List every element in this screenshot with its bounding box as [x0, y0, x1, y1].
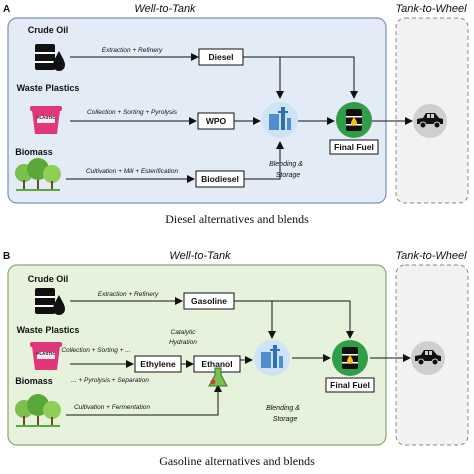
arrow-biodiesel-to-blending — [244, 141, 284, 180]
blending-refinery-icon — [254, 340, 290, 376]
source-crude-oil-label: Crude Oil — [28, 274, 69, 284]
panel-a-caption: Diesel alternatives and blends — [165, 212, 309, 226]
arrow-biomass-to-ethanol — [66, 384, 222, 416]
process-cultivation-fermentation: Cultivation + Fermentation — [74, 404, 150, 411]
blending-label-line2: Storage — [276, 172, 301, 179]
panel-a-tank-to-wheel-title: Tank-to-Wheel — [395, 3, 467, 15]
product-wpo-label: WPO — [206, 116, 227, 126]
process-extraction-refinery: Extraction + Refinery — [102, 47, 163, 54]
final-fuel-box — [329, 139, 379, 155]
source-biomass-label: Biomass — [15, 376, 53, 386]
plastic-bin-icon — [30, 106, 62, 134]
car-icon — [412, 103, 448, 139]
final-fuel-barrel-icon — [336, 102, 372, 138]
panel-b-well-to-tank-title: Well-to-Tank — [169, 250, 231, 262]
blending-label-line1: Blending & — [266, 405, 300, 412]
process-extraction-refinery: Extraction + Refinery — [98, 291, 159, 298]
arrow-gasoline-to-final — [234, 300, 354, 339]
hydration-label-line2: Hydration — [169, 339, 197, 346]
product-ethanol-label: Ethanol — [201, 359, 232, 369]
final-fuel-label: Final Fuel — [334, 142, 374, 152]
panel-b-caption: Gasoline alternatives and blends — [159, 454, 315, 468]
panel-a: A Well-to-Tank Tank-to-Wheel Crude Oil W… — [3, 3, 469, 226]
plastic-bin-icon — [30, 342, 62, 370]
panel-b: B Well-to-Tank Tank-to-Wheel Crude Oil W… — [3, 250, 469, 468]
panel-a-well-to-tank-title: Well-to-Tank — [134, 3, 196, 15]
final-fuel-box — [325, 377, 375, 393]
product-gasoline-label: Gasoline — [191, 296, 227, 306]
panel-b-well-to-tank-box — [7, 264, 387, 446]
panel-a-letter: A — [3, 4, 10, 15]
panel-b-letter: B — [3, 251, 10, 262]
source-waste-plastics-label: Waste Plastics — [17, 325, 80, 335]
product-ethylene-label: Ethylene — [140, 359, 176, 369]
arrow-diesel-to-final — [243, 56, 358, 99]
product-biodiesel-label: Biodiesel — [201, 174, 239, 184]
plastic-bin-label: PLASTIC — [36, 115, 56, 120]
blending-label-line1: Blending & — [269, 161, 303, 168]
process-collection-sorting-pyrolysis: Collection + Sorting + Pyrolysis — [87, 109, 178, 116]
panel-b-tank-to-wheel-title: Tank-to-Wheel — [395, 250, 467, 262]
blending-label-line2: Storage — [273, 416, 298, 423]
plastic-bin-label: PLASTIC — [36, 351, 56, 356]
source-crude-oil-label: Crude Oil — [28, 25, 69, 35]
car-icon — [410, 340, 446, 376]
hydration-label-line1: Catalytic — [171, 329, 197, 336]
panel-a-well-to-tank-box — [7, 17, 387, 204]
process-pyrolysis-separation: ... + Pyrolysis + Separation — [71, 377, 149, 384]
blending-refinery-icon — [262, 102, 298, 138]
source-biomass-label: Biomass — [15, 147, 53, 157]
final-fuel-barrel-icon — [332, 340, 368, 376]
final-fuel-label: Final Fuel — [330, 380, 370, 390]
source-waste-plastics-label: Waste Plastics — [17, 83, 80, 93]
process-collection-sorting: Collection + Sorting + ... — [61, 347, 131, 354]
product-diesel-label: Diesel — [208, 52, 233, 62]
process-cultivation-mill-esterification: Cultivation + Mill + Esterification — [86, 168, 179, 175]
